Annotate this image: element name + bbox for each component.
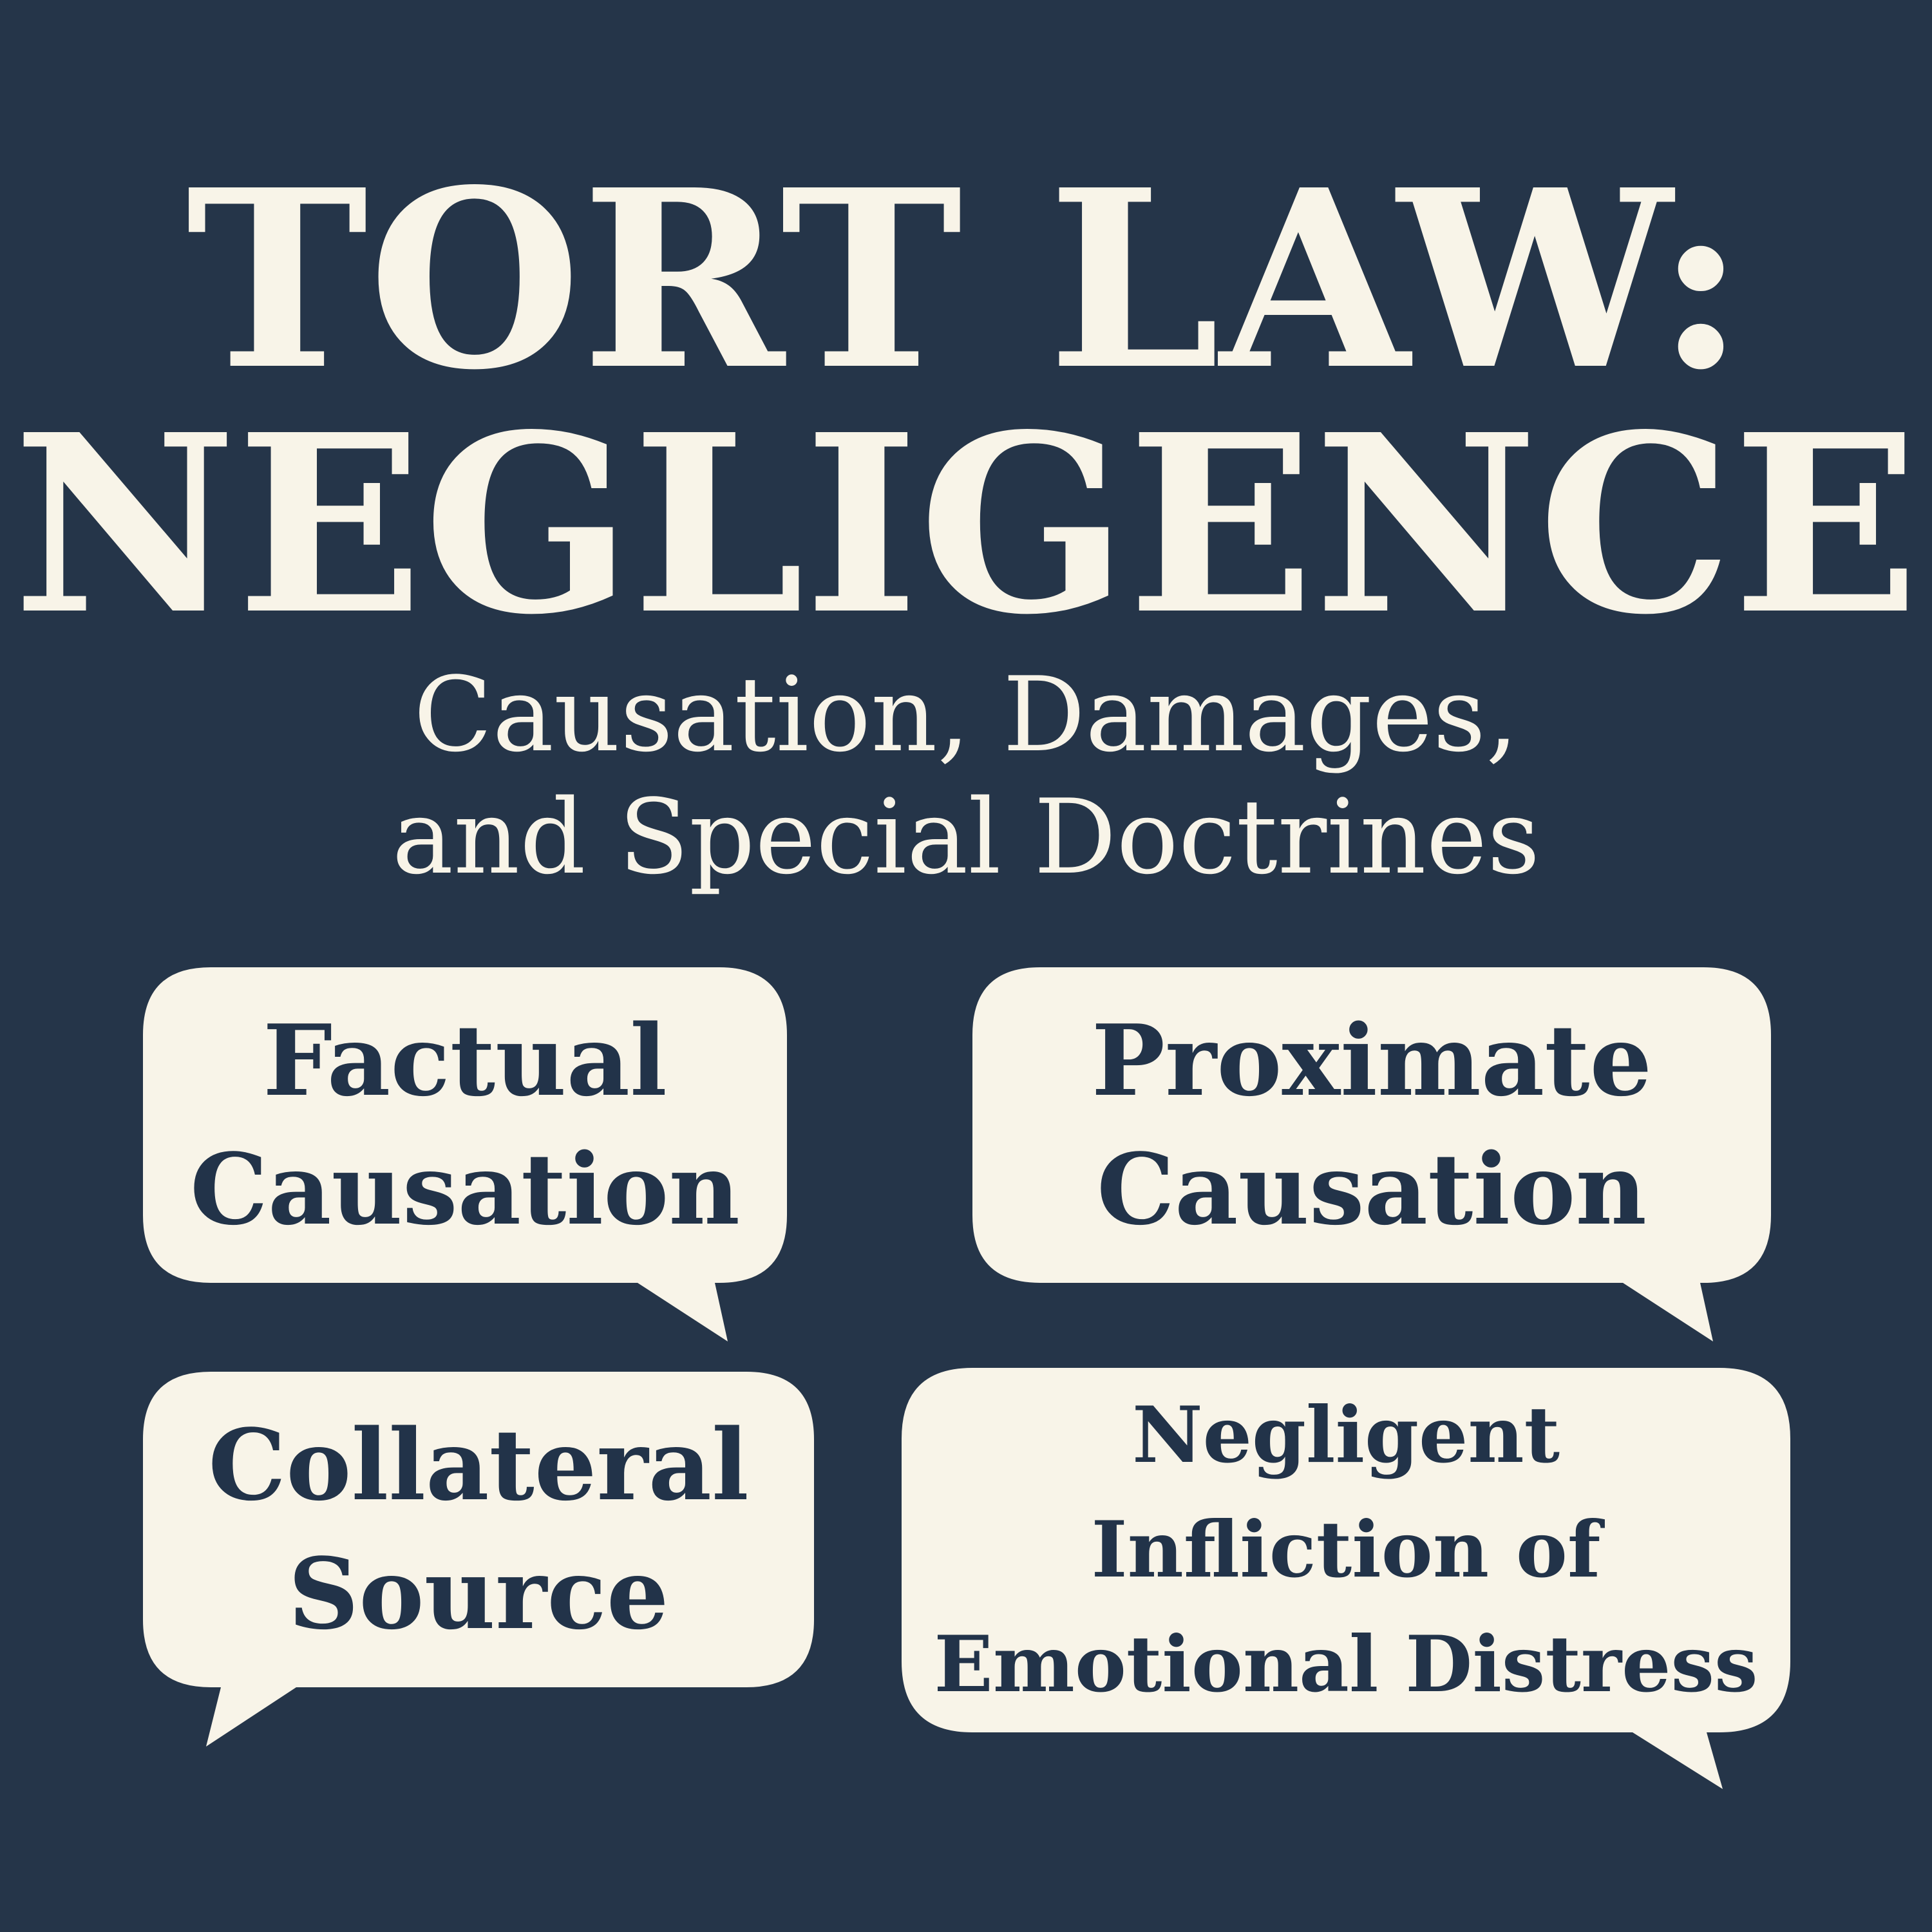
subtitle-line-2: and Special Doctrines — [392, 777, 1540, 897]
bubble-text-line: Causation — [1097, 1132, 1647, 1247]
bubble-label-factual-causation: Factual Causation — [143, 967, 787, 1283]
bubble-text-line: Collateral — [208, 1407, 749, 1522]
bubble-text-line: Factual — [263, 1003, 667, 1118]
bubble-label-proximate-causation: Proximate Causation — [972, 967, 1771, 1283]
title-line-2: NEGLIGENCE — [12, 381, 1920, 668]
bubble-label-collateral-source: Collateral Source — [143, 1372, 814, 1687]
speech-bubble-factual-causation — [143, 967, 787, 1341]
bubble-text-line: Emotional Distress — [934, 1619, 1758, 1710]
subtitle-line-1: Causation, Damages, — [413, 654, 1519, 775]
speech-bubble-negligent-infliction — [902, 1368, 1790, 1789]
bubble-text-line: Causation — [190, 1132, 740, 1247]
bubble-text-line: Proximate — [1091, 1003, 1653, 1118]
bubble-label-negligent-infliction: Negligent Infliction of Emotional Distre… — [902, 1368, 1790, 1732]
bubble-text-line: Source — [288, 1536, 669, 1651]
speech-bubble-proximate-causation — [972, 967, 1771, 1341]
bubble-text-line: Negligent — [1132, 1390, 1560, 1481]
bubble-text-line: Infliction of — [1091, 1504, 1601, 1595]
speech-bubble-collateral-source — [143, 1372, 814, 1747]
title-line-1: TORT LAW: — [185, 136, 1747, 424]
